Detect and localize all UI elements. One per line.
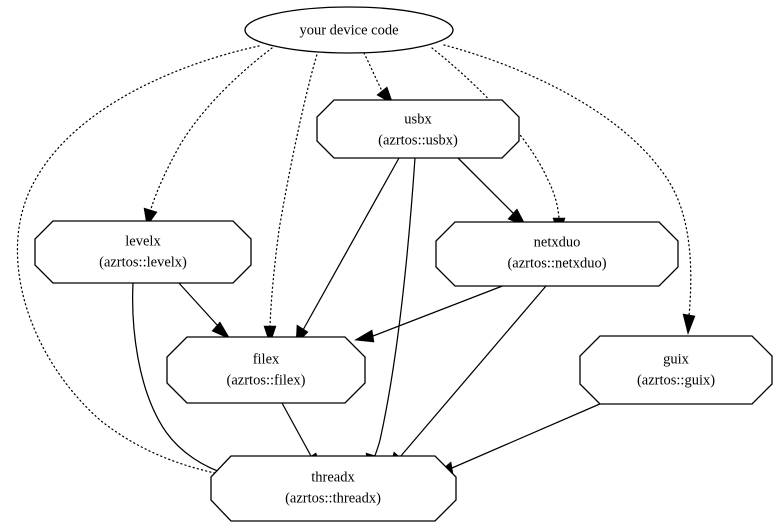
node-guix[interactable]: guix (azrtos::guix) (579, 335, 773, 405)
node-label-netxduo-line1: netxduo (534, 234, 581, 250)
edge-device-to-levelx (143, 47, 273, 227)
edge-device-to-filex (263, 50, 319, 345)
node-label-device-line1: your device code (299, 22, 398, 38)
edge-device-to-guix (443, 44, 696, 335)
edge-usbx-to-netxduo (454, 154, 527, 227)
edge-netxduo-to-threadx (388, 285, 547, 472)
node-levelx[interactable]: levelx (azrtos::levelx) (34, 220, 252, 284)
edge-device-to-usbx (363, 52, 394, 105)
node-your-device-code[interactable]: your device code (244, 6, 454, 54)
node-label-threadx-line1: threadx (311, 469, 355, 485)
node-shape-octagon (166, 336, 366, 404)
node-usbx[interactable]: usbx (azrtos::usbx) (316, 99, 520, 159)
node-label-netxduo-line2: (azrtos::netxduo) (507, 255, 606, 271)
edge-usbx-to-threadx (365, 157, 416, 475)
node-label-levelx-line1: levelx (125, 233, 161, 249)
node-shape-octagon (34, 220, 252, 284)
edge-levelx-to-filex (177, 281, 231, 340)
node-label-threadx-line2: (azrtos::threadx) (285, 490, 381, 506)
node-shape-octagon (316, 99, 520, 159)
node-shape-octagon (579, 335, 773, 405)
node-filex[interactable]: filex (azrtos::filex) (166, 336, 366, 404)
node-layer: your device code usbx (azrtos::usbx) lev… (34, 6, 773, 522)
node-label-usbx-line2: (azrtos::usbx) (378, 132, 458, 148)
node-label-filex-line2: (azrtos::filex) (227, 372, 306, 388)
node-label-levelx-line2: (azrtos::levelx) (99, 254, 187, 270)
edge-usbx-to-filex (295, 157, 400, 345)
node-label-filex-line1: filex (253, 351, 280, 367)
node-shape-octagon (210, 455, 457, 522)
edge-guix-to-threadx (433, 399, 610, 477)
node-label-guix-line1: guix (663, 351, 690, 367)
edge-netxduo-to-filex (354, 284, 506, 343)
node-netxduo[interactable]: netxduo (azrtos::netxduo) (435, 221, 679, 287)
node-shape-ellipse (244, 6, 454, 54)
node-label-usbx-line1: usbx (404, 111, 432, 127)
node-label-guix-line2: (azrtos::guix) (637, 372, 715, 388)
node-threadx[interactable]: threadx (azrtos::threadx) (210, 455, 457, 522)
node-shape-octagon (435, 221, 679, 287)
